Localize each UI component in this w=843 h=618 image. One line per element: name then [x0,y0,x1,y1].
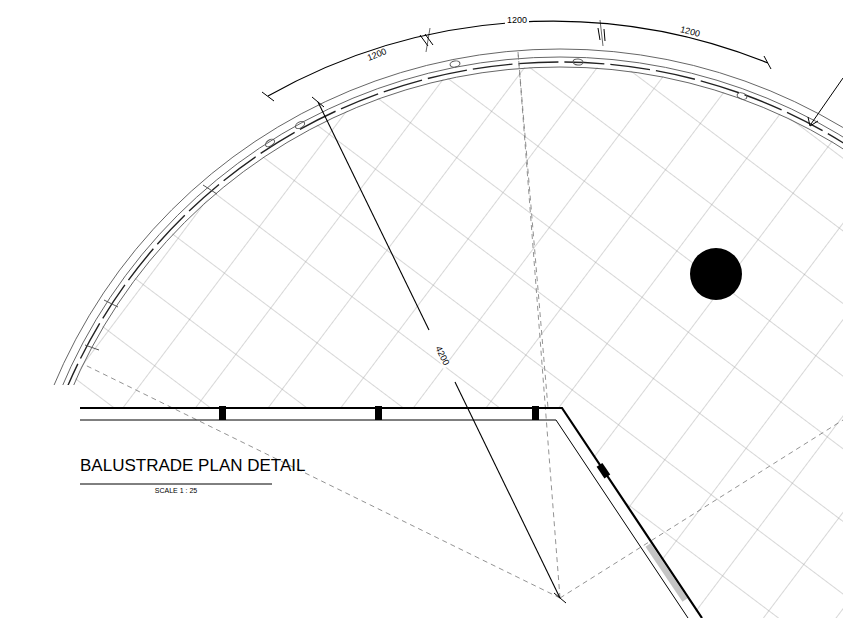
dimension-arc [262,20,771,101]
dimension-text: 1200 [505,16,529,25]
scale-note: SCALE 1 : 25 [153,487,199,494]
radius-dimension [312,97,566,603]
dimension-text: 1200 [677,25,702,40]
panel-joints [85,58,748,350]
curved-balustrade [11,49,843,385]
drawing-title: BALUSTRADE PLAN DETAIL [80,457,305,474]
column [690,248,742,300]
title-underline [80,484,272,485]
leader-line [808,78,843,126]
setout-lines [85,52,843,598]
dimension-text: 1200 [364,46,390,63]
straight-balustrade [80,406,702,618]
